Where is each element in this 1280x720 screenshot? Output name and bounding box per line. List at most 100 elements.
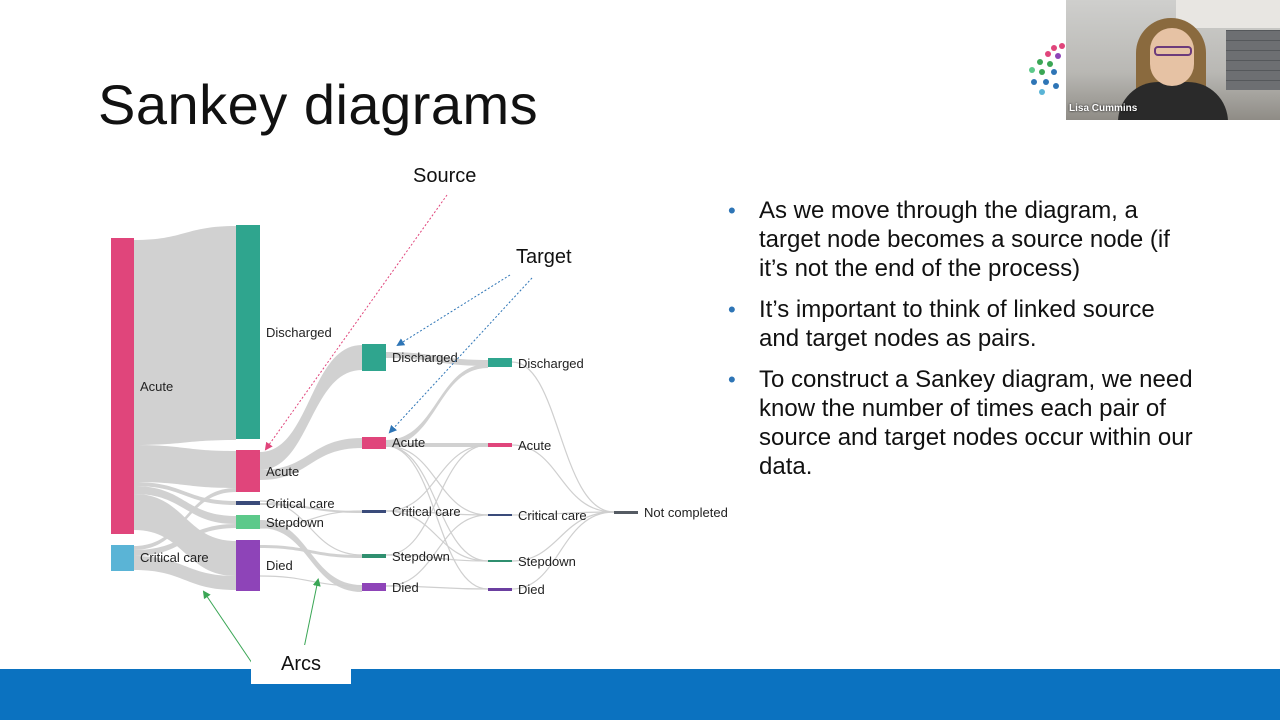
link-cc-cc-2	[260, 503, 362, 513]
link-discharged-discharged-3	[386, 352, 488, 366]
link-acute-discharged-3	[386, 364, 488, 446]
node-died	[488, 588, 512, 591]
sankey-diagram: Acute Critical care Discharged Acute Cri…	[111, 165, 728, 664]
bullet-text: As we move through the diagram, a target…	[759, 197, 1170, 282]
node-label: Acute	[518, 438, 551, 453]
target-annotation: Target	[516, 246, 572, 268]
node-acute	[236, 450, 260, 492]
target-arrow	[396, 274, 511, 347]
node-label: Acute	[392, 435, 425, 450]
node-critical-care	[236, 501, 260, 505]
node-label: Not completed	[644, 505, 728, 520]
bullet-item: • To construct a Sankey diagram, we need…	[728, 365, 1198, 481]
bullet-dot: •	[728, 198, 736, 223]
link-acute-discharged-2	[260, 345, 362, 470]
participant-name: Lisa Cummins	[1069, 103, 1138, 114]
link-thin	[259, 510, 363, 529]
node-label: Stepdown	[266, 515, 324, 530]
node-acute	[488, 443, 512, 447]
glasses	[1154, 46, 1192, 56]
sankey-links	[134, 226, 488, 592]
node-label: Acute	[266, 464, 299, 479]
bullet-item: • As we move through the diagram, a targ…	[728, 196, 1198, 283]
link-thin	[385, 445, 489, 590]
node-stepdown	[488, 560, 512, 562]
link-thin	[259, 575, 363, 587]
node-label: Discharged	[518, 356, 584, 371]
link-thin	[385, 510, 489, 516]
node-acute	[111, 238, 134, 534]
person-face	[1150, 28, 1194, 86]
bullet-item: • It’s important to think of linked sour…	[728, 295, 1198, 353]
source-arrow	[264, 194, 448, 451]
node-died	[362, 583, 386, 591]
node-label: Critical care	[392, 504, 461, 519]
footer-bar	[0, 669, 1280, 720]
link-acute-acute-2	[260, 438, 362, 480]
link-acute-acute	[134, 445, 236, 488]
node-label: Stepdown	[518, 554, 576, 569]
link-critical-care-died	[134, 556, 236, 590]
node-label: Stepdown	[392, 549, 450, 564]
node-not-completed	[614, 511, 638, 514]
link-thin	[385, 444, 489, 556]
node-acute	[362, 437, 386, 449]
link-thin	[385, 510, 489, 562]
node-discharged	[362, 344, 386, 371]
link-thin	[385, 445, 489, 516]
node-stepdown	[236, 515, 260, 529]
source-annotation: Source	[413, 165, 476, 187]
cabinet	[1176, 0, 1280, 28]
node-discharged	[488, 358, 512, 367]
node-label: Died	[266, 558, 293, 573]
dots-logo	[1029, 43, 1065, 95]
link-acute-acute-3	[386, 443, 488, 447]
node-label: Discharged	[392, 350, 458, 365]
link-thin	[385, 445, 489, 562]
link-thin	[385, 444, 489, 512]
node-label: Discharged	[266, 325, 332, 340]
bullet-list: • As we move through the diagram, a targ…	[728, 196, 1198, 493]
node-label: Died	[392, 580, 419, 595]
node-died	[236, 540, 260, 591]
node-discharged	[236, 225, 260, 439]
wall-tiles	[1226, 30, 1280, 90]
sankey-thin-links	[259, 361, 615, 590]
link-died-stepdown-2	[260, 545, 362, 558]
link-acute-died	[134, 494, 236, 576]
link-thin	[511, 511, 615, 562]
node-label: Died	[518, 582, 545, 597]
link-thin	[259, 500, 363, 556]
node-critical-care	[362, 510, 386, 513]
bullet-text: It’s important to think of linked source…	[759, 296, 1155, 352]
webcam-tile	[1066, 0, 1280, 120]
bullet-dot: •	[728, 367, 736, 392]
slide-title: Sankey diagrams	[98, 73, 539, 136]
link-stepdown-died-2	[260, 520, 362, 592]
node-stepdown	[362, 554, 386, 558]
arcs-arrow	[303, 578, 321, 649]
link-thin	[385, 554, 489, 562]
node-critical-care	[488, 514, 512, 516]
link-critical-care-stepdown	[134, 524, 236, 556]
link-thin	[511, 444, 615, 513]
link-thin	[511, 361, 615, 513]
link-thin	[385, 585, 489, 590]
person-body	[1118, 82, 1228, 120]
link-acute-critical-care	[134, 482, 236, 505]
link-critical-care-acute	[134, 488, 236, 550]
arcs-arrow	[202, 590, 253, 664]
link-thin	[385, 514, 489, 587]
link-thin	[511, 511, 615, 516]
arcs-annotation: Arcs	[251, 645, 351, 684]
target-arrow	[388, 277, 533, 434]
bullet-text: To construct a Sankey diagram, we need k…	[759, 366, 1193, 480]
node-label: Critical care	[140, 550, 209, 565]
bullet-dot: •	[728, 297, 736, 322]
link-acute-stepdown	[134, 486, 236, 524]
node-label: Acute	[140, 379, 173, 394]
node-critical-care	[111, 545, 134, 571]
link-thin	[511, 511, 615, 590]
link-acute-discharged	[134, 226, 236, 445]
